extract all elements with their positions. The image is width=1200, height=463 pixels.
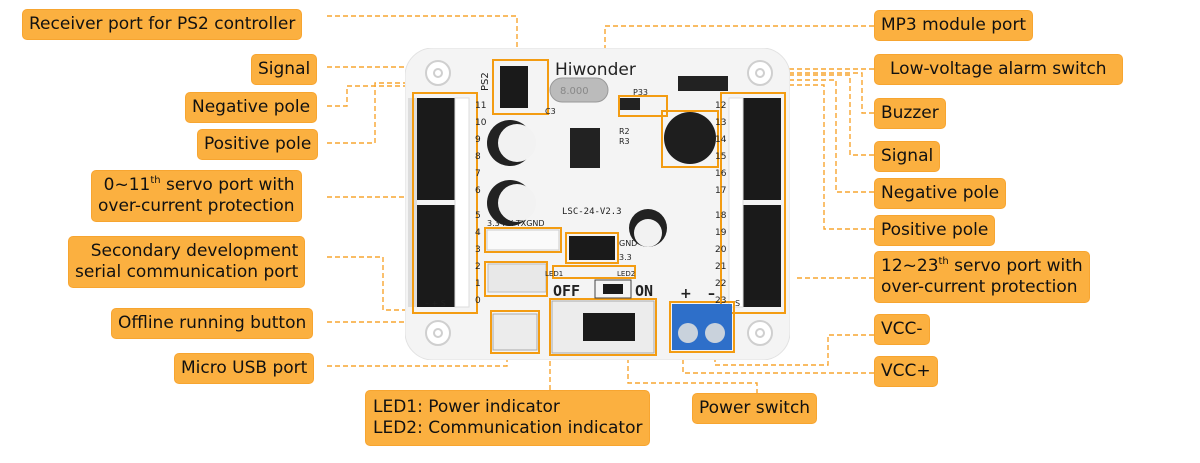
- leader-power-switch: [627, 355, 758, 394]
- label-positive-right: Positive pole: [874, 215, 996, 246]
- terminal-minus-text: –: [708, 286, 715, 302]
- channel-number: 12: [715, 101, 726, 111]
- leader-positive-right: [779, 84, 874, 230]
- label-vcc-plus: VCC+: [874, 356, 938, 387]
- leader-vcc-plus: [682, 355, 874, 374]
- label-buzzer: Buzzer: [874, 98, 946, 129]
- label-signal-right: Signal: [874, 141, 941, 172]
- channel-number: 1: [475, 279, 481, 289]
- label-led: LED1: Power indicator LED2: Communicatio…: [365, 390, 651, 446]
- label-mp3: MP3 module port: [874, 10, 1034, 41]
- brand-text: Hiwonder: [555, 60, 636, 80]
- label-low-voltage: Low-voltage alarm switch: [874, 54, 1123, 85]
- servo-left-line1: servo port with: [160, 175, 295, 195]
- servo-left-range: 0~11: [103, 175, 151, 195]
- label-vcc-minus: VCC-: [874, 314, 930, 345]
- label-offline-button: Offline running button: [111, 308, 314, 339]
- channel-number: 13: [715, 118, 726, 128]
- channel-number: 14: [715, 135, 727, 145]
- label-servo-left: 0~11th servo port with over-current prot…: [91, 170, 302, 222]
- channel-number: 11: [475, 101, 486, 111]
- r2-text: R2: [619, 127, 630, 136]
- serial-line1: Secondary development: [90, 241, 299, 261]
- channel-number: 9: [475, 135, 481, 145]
- label-negative-right: Negative pole: [874, 178, 1007, 209]
- on-text: ON: [635, 282, 653, 300]
- right-pin-legend: S: [735, 299, 740, 308]
- serial-line2: serial communication port: [75, 262, 299, 282]
- crystal-text: 8.000: [560, 86, 589, 97]
- led-line2: LED2: Communication indicator: [373, 418, 643, 438]
- channel-number: 3: [475, 245, 481, 255]
- serial-pins-text: 3.3 RX TXGND: [487, 219, 545, 228]
- channel-number: 2: [475, 262, 481, 272]
- label-power-switch: Power switch: [692, 393, 818, 424]
- label-signal-left: Signal: [251, 54, 318, 85]
- channel-number: 21: [715, 262, 726, 272]
- leader-vcc-minus: [714, 334, 874, 366]
- model-text: LSC-24-V2.3: [562, 207, 622, 217]
- label-micro-usb: Micro USB port: [174, 353, 315, 384]
- channel-number: 0: [475, 296, 481, 306]
- servo-right-range: 12~23: [881, 256, 939, 276]
- servo-left-line2: over-current protection: [98, 196, 295, 216]
- label-ps2-receiver: Receiver port for PS2 controller: [22, 9, 303, 40]
- channel-number: 18: [715, 211, 727, 221]
- channel-number: 10: [475, 118, 487, 128]
- terminal-plus-text: +: [680, 286, 692, 302]
- channel-number: 5: [475, 211, 481, 221]
- off-text: OFF: [553, 282, 580, 300]
- leader-negative-left: [327, 85, 460, 107]
- channel-number: 16: [715, 169, 727, 179]
- channel-number: 8: [475, 152, 481, 162]
- r3-text: R3: [619, 137, 630, 146]
- channel-number: 15: [715, 152, 726, 162]
- leader-signal-right: [740, 74, 874, 156]
- servo-right-sup: th: [938, 256, 949, 267]
- channel-number: 23: [715, 296, 726, 306]
- ps2-text: PS2: [480, 72, 491, 91]
- led-line1: LED1: Power indicator: [373, 397, 560, 417]
- right-servo-header: [728, 97, 781, 308]
- mp3-33-text: 3.3: [619, 253, 632, 262]
- servo-right-line1: servo port with: [948, 256, 1083, 276]
- channel-number: 19: [715, 228, 727, 238]
- leader-ps2: [327, 15, 518, 62]
- controller-board: Hiwonder LSC-24-V2.3 PS2 8.000 C3 P33 R2…: [405, 48, 790, 360]
- channel-number: 6: [475, 186, 481, 196]
- led1-text: LED1: [545, 270, 563, 278]
- mp3-gnd-text: GND: [619, 239, 637, 248]
- mounting-holes: [425, 60, 773, 346]
- label-positive-left: Positive pole: [197, 129, 319, 160]
- p33-text: P33: [633, 88, 648, 97]
- led2-text: LED2: [617, 270, 635, 278]
- left-pin-legend: – + S: [425, 299, 446, 308]
- leader-low-voltage: [643, 68, 874, 93]
- right-channel-numbers: 12 13 14 15 16 17 18 19 20 21 22 23: [715, 101, 727, 306]
- servo-left-sup: th: [150, 175, 161, 186]
- label-negative-left: Negative pole: [185, 92, 318, 123]
- channel-number: 17: [715, 186, 726, 196]
- channel-number: 22: [715, 279, 726, 289]
- label-servo-right: 12~23th servo port with over-current pro…: [874, 251, 1090, 303]
- label-serial-port: Secondary development serial communicati…: [68, 236, 306, 288]
- channel-number: 7: [475, 169, 481, 179]
- channel-number: 4: [475, 228, 481, 238]
- channel-number: 20: [715, 245, 727, 255]
- servo-right-line2: over-current protection: [881, 277, 1078, 297]
- c3-text: C3: [545, 107, 556, 116]
